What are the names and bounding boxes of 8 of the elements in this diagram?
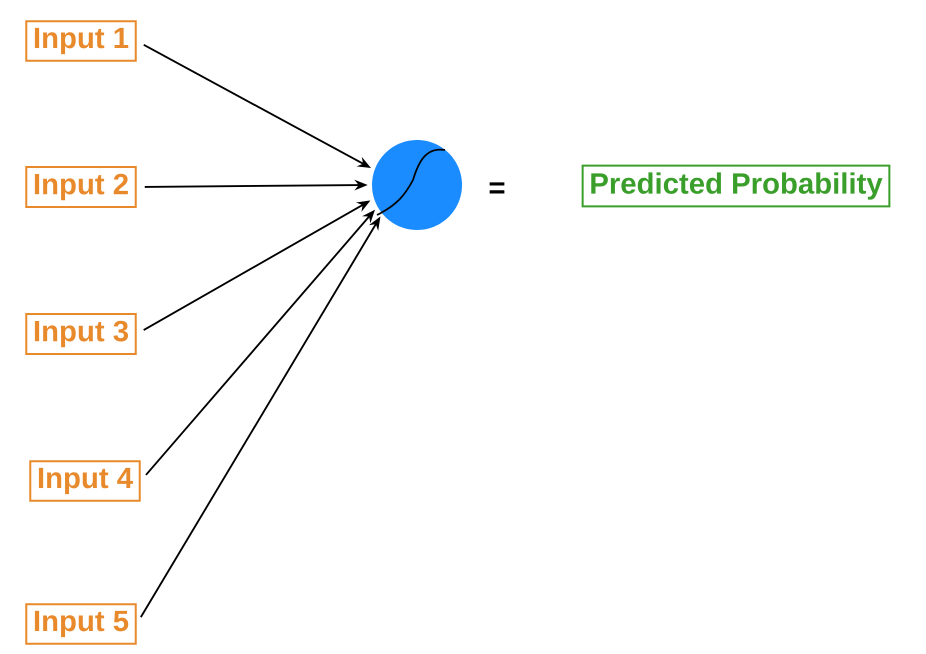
input-box: Input 3 [25,313,137,355]
input-box: Input 1 [25,20,137,62]
output-box: Predicted Probability [582,164,890,208]
sigmoid-neuron [372,140,462,230]
equals-sign: = [490,182,504,194]
input-box: Input 5 [25,603,137,645]
input-box: Input 4 [29,460,141,502]
input-box: Input 2 [25,166,137,208]
